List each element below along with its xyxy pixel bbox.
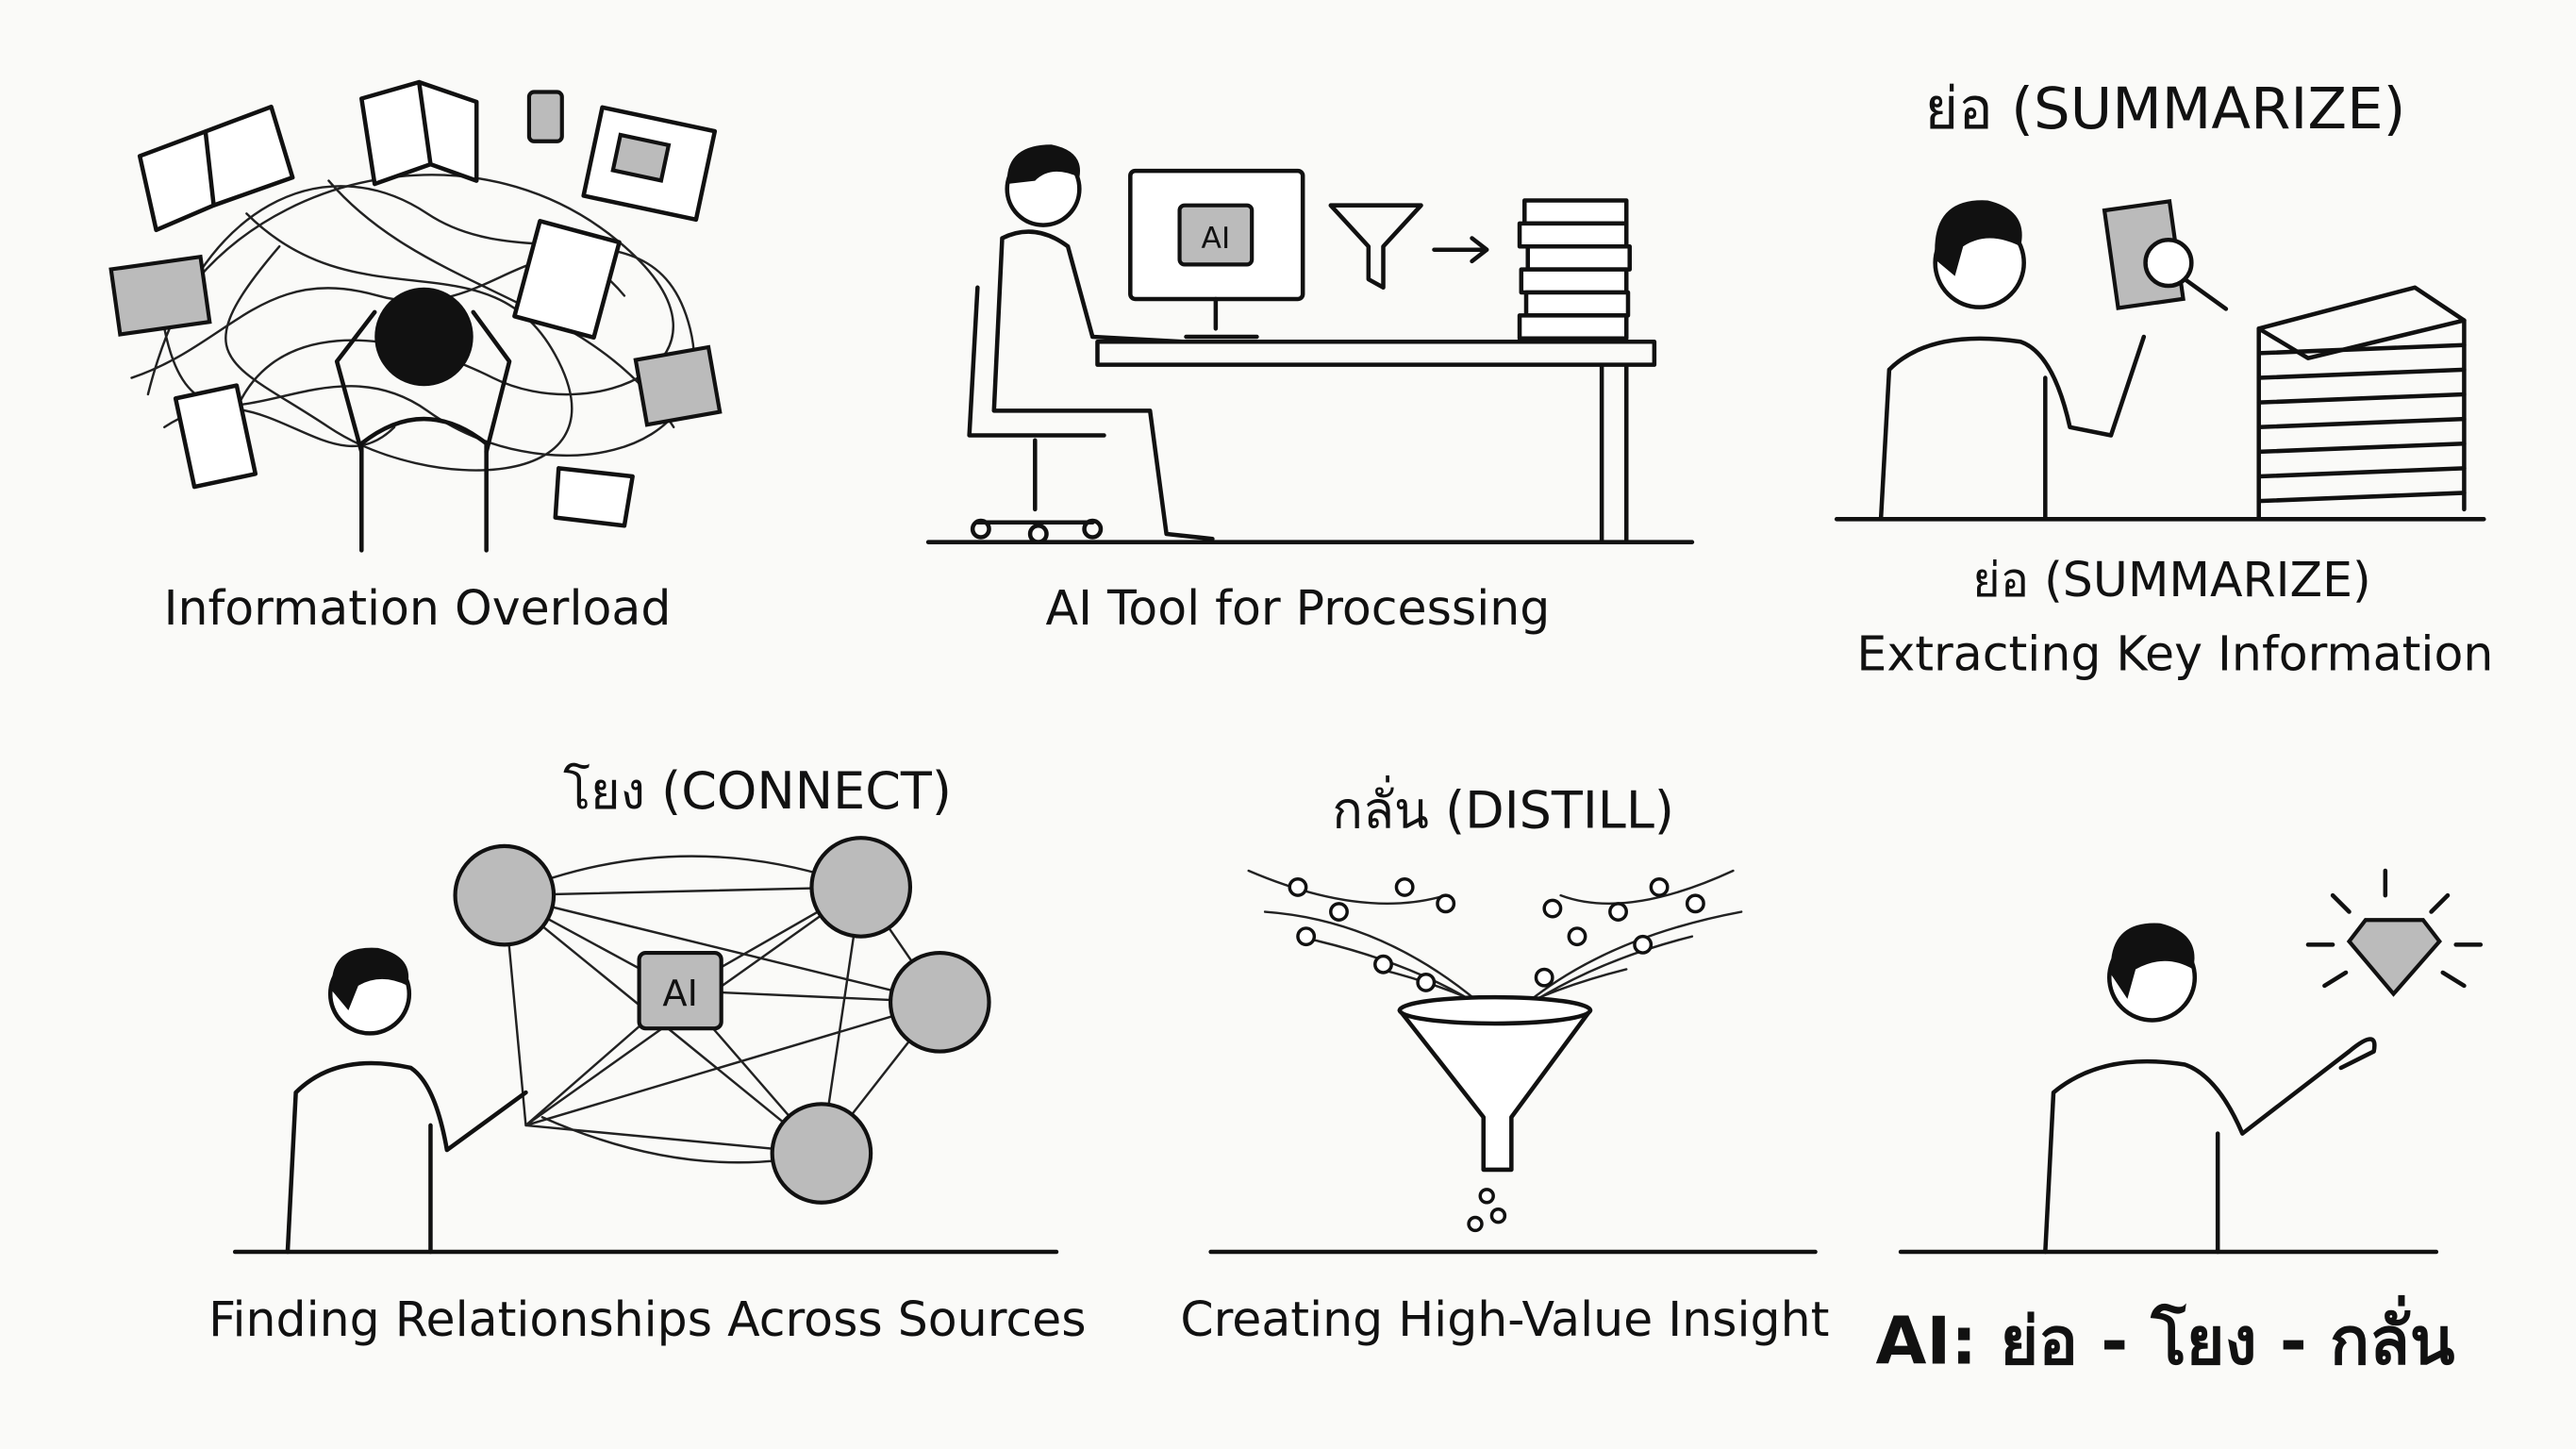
panel-ai-tool: AI AI Tool for Processing [925, 144, 1695, 636]
document-icon [809, 836, 913, 939]
funnel-icon [1328, 203, 1423, 291]
chip-label: AI [662, 973, 698, 1015]
person-holding-book-icon [1878, 200, 2147, 520]
magnifier-book-icon [2102, 198, 2229, 311]
open-book-icon [359, 79, 479, 187]
panel-summarize: ย่อ (SUMMARIZE) ย่อ (SUMMARIZE) Extracti… [1834, 75, 2493, 682]
ai-chip-icon [637, 950, 723, 1031]
globe-icon [453, 843, 557, 947]
folder-icon [553, 466, 635, 528]
funnel-icon [1397, 994, 1593, 1173]
data-streams [1247, 869, 1743, 1012]
caption-information-overload: Information Overload [164, 580, 672, 636]
ai-chip-icon [1177, 203, 1255, 267]
panel-connect: โยง (CONNECT) AI Finding Relationships A… [208, 761, 1086, 1347]
tablet-icon [108, 254, 212, 337]
caption-connect: Finding Relationships Across Sources [208, 1291, 1086, 1347]
book-stack-icon [1517, 198, 1632, 341]
phone-icon [526, 90, 564, 143]
caption-ai-tool: AI Tool for Processing [1046, 580, 1551, 636]
brain-icon [888, 950, 991, 1054]
computer-monitor-icon: AI [1128, 168, 1305, 340]
title-connect: โยง (CONNECT) [563, 761, 952, 821]
diamond-icon [2305, 868, 2484, 997]
monitor-icon [581, 105, 718, 223]
title-summarize: ย่อ (SUMMARIZE) [1925, 75, 2406, 142]
person-holding-diamond-icon [2043, 923, 2377, 1255]
stressed-person-icon [334, 287, 512, 553]
closed-book-icon [173, 383, 258, 490]
caption-summarize: Extracting Key Information [1856, 626, 2493, 682]
book-icon [137, 104, 295, 233]
chip-label: AI [1202, 222, 1231, 256]
panel-information-overload: Information Overload [108, 79, 723, 636]
caption-result: AI: ย่อ - โยง - กลั่น [1875, 1294, 2454, 1379]
panel-result: AI: ย่อ - โยง - กลั่น [1875, 868, 2484, 1379]
person-pointing-icon [285, 947, 528, 1255]
panel-distill: กลั่น (DISTILL) Creating High-Value Insi… [1180, 775, 1829, 1347]
caption-title-summarize: ย่อ (SUMMARIZE) [1972, 552, 2371, 608]
desk [1095, 339, 1657, 544]
picture-icon [633, 344, 723, 427]
caption-distill: Creating High-Value Insight [1180, 1291, 1829, 1347]
person-at-desk-icon [967, 144, 1215, 544]
paper-stack-icon [2256, 285, 2467, 520]
data-points [1288, 876, 1705, 1233]
chart-icon [770, 1102, 873, 1205]
document-icon [512, 219, 622, 341]
title-distill: กลั่น (DISTILL) [1332, 775, 1674, 841]
arrow-right-icon [1432, 236, 1489, 264]
